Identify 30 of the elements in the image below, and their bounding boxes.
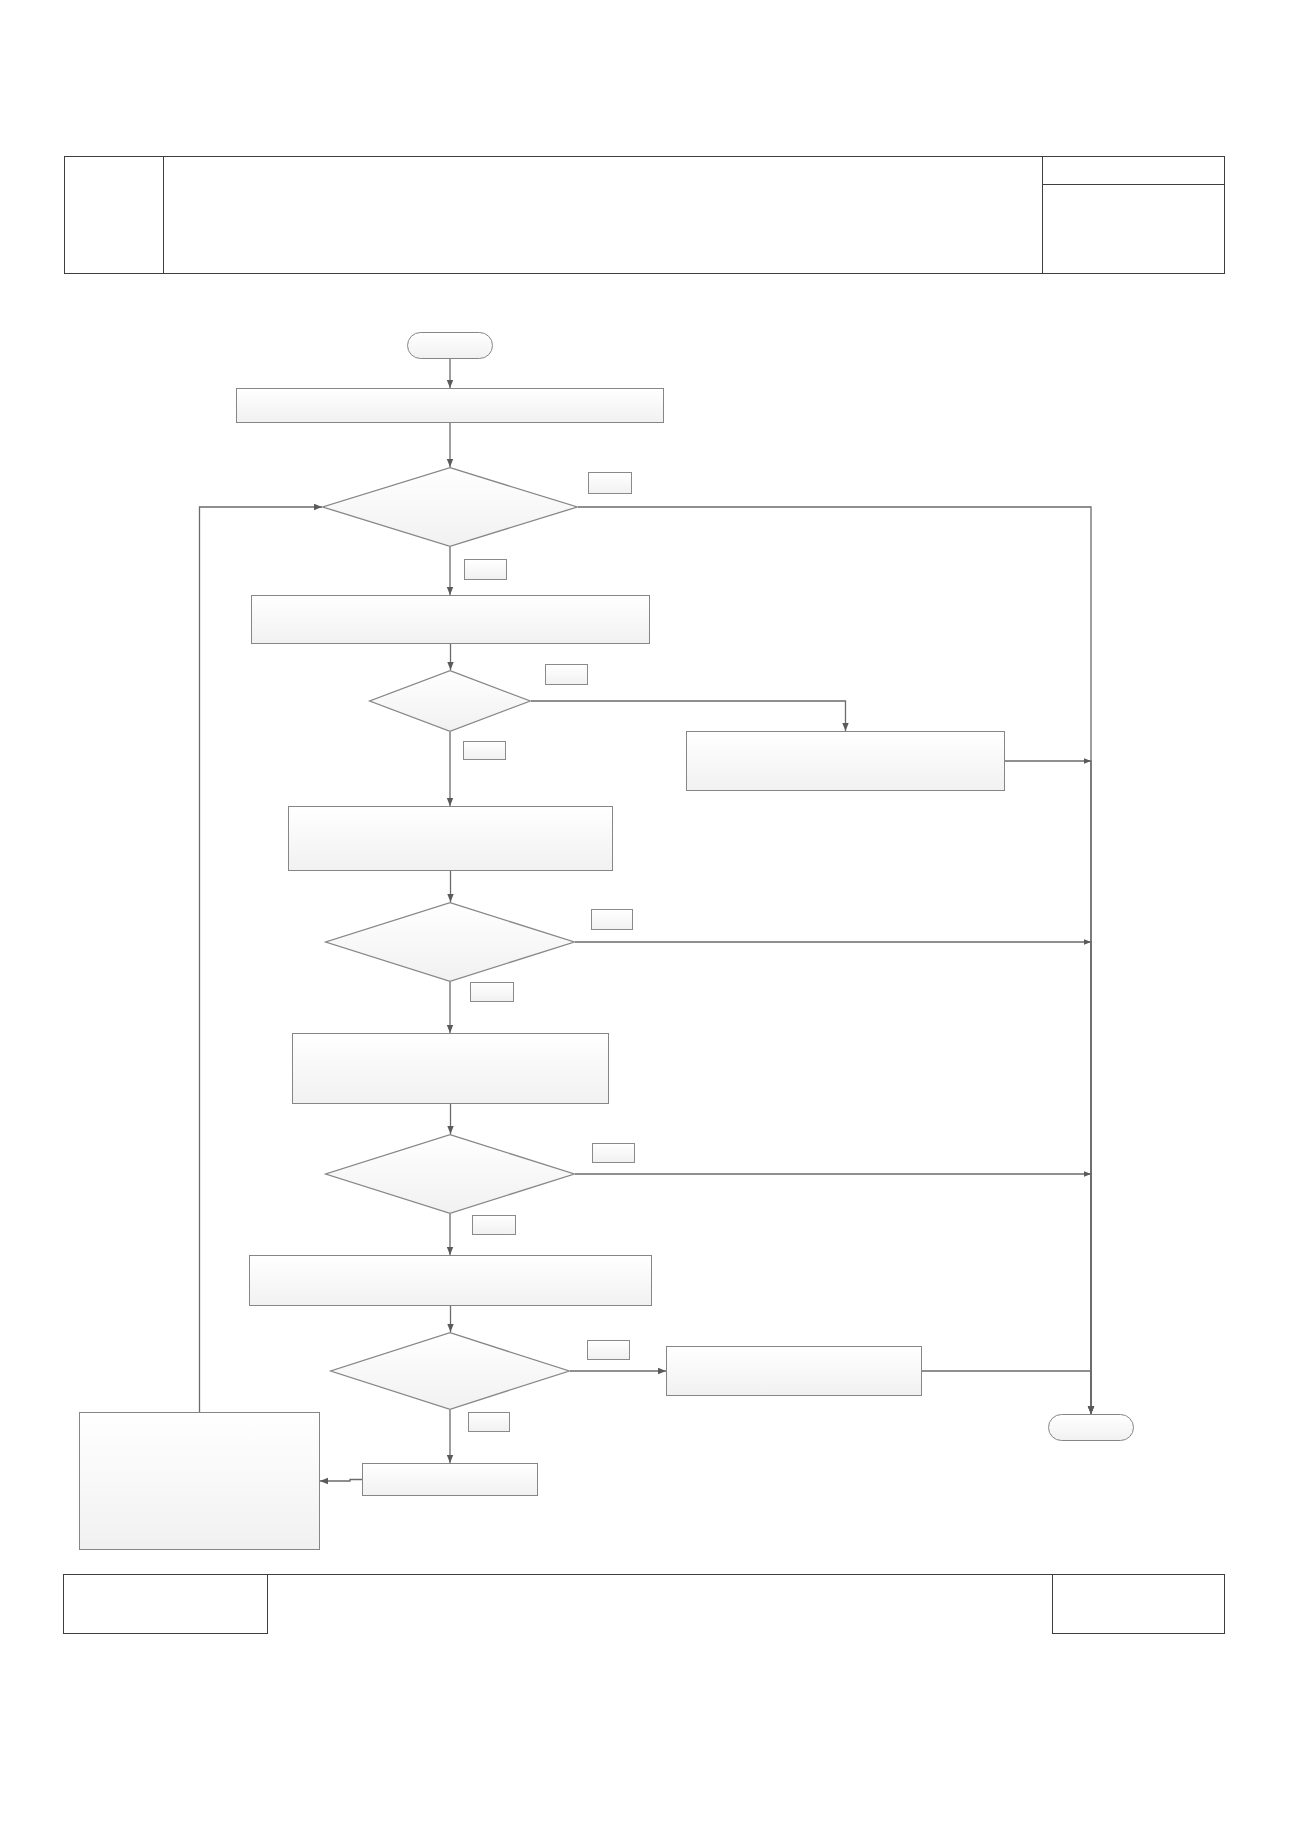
flow-arrow	[446, 731, 454, 807]
flow-arrow	[446, 358, 454, 389]
flow-arrow	[569, 1367, 667, 1375]
decision-diamond	[325, 1134, 575, 1214]
flow-arrow	[198, 503, 323, 1413]
flow-arrow	[446, 546, 454, 596]
decision-diamond	[325, 902, 575, 982]
process-box	[362, 1463, 538, 1496]
flow-arrow	[530, 700, 849, 732]
flow-arrow	[447, 643, 454, 671]
process-box	[686, 731, 1005, 791]
flow-arrow	[447, 1305, 454, 1333]
decision-diamond	[330, 1332, 570, 1410]
flow-arrow	[921, 1370, 1095, 1415]
flow-arrow	[447, 1103, 454, 1135]
flow-arrow	[319, 1477, 363, 1485]
decision-diamond	[369, 670, 531, 732]
process-box	[292, 1033, 609, 1104]
decision-diamond	[322, 467, 578, 547]
flow-arrow	[446, 422, 454, 468]
flow-arrow	[447, 870, 454, 903]
flow-arrow	[446, 981, 454, 1034]
flow-arrow	[446, 1409, 454, 1464]
process-box	[249, 1255, 652, 1306]
process-box	[666, 1346, 922, 1396]
process-box	[79, 1412, 320, 1550]
process-box	[251, 595, 650, 644]
process-box	[236, 388, 664, 423]
process-box	[288, 806, 613, 871]
flow-arrow	[446, 1213, 454, 1256]
